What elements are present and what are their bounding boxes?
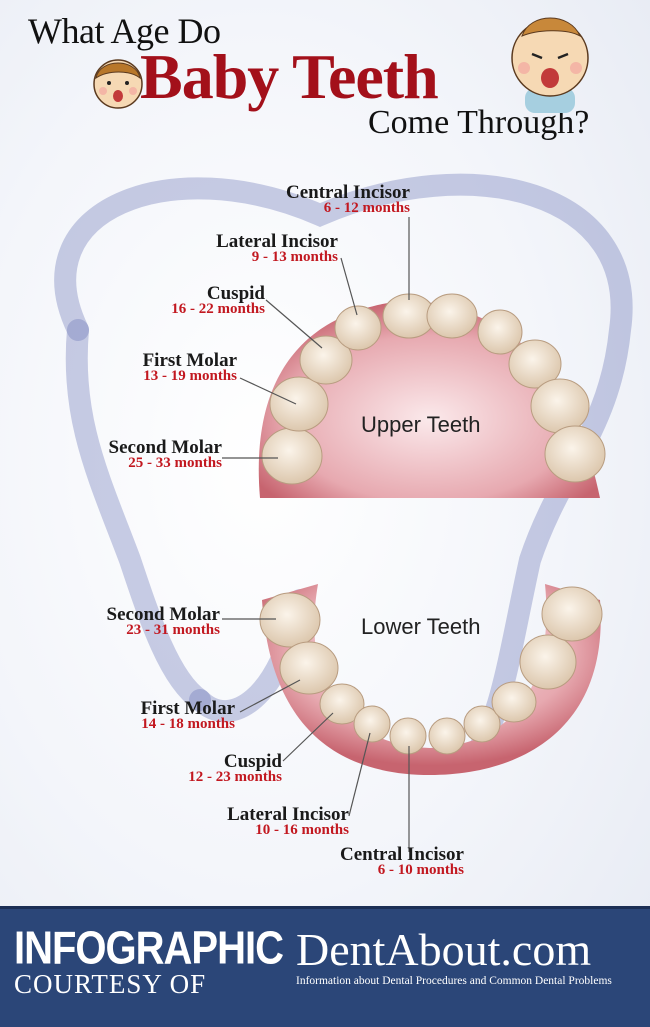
lower-cuspid: Cuspid 12 - 23 months <box>188 751 282 786</box>
tooth-name: Second Molar <box>108 437 222 458</box>
lower-central-incisor: Central Incisor 6 - 10 months <box>340 844 464 879</box>
tooth-name: Central Incisor <box>339 844 464 865</box>
tooth-age: 25 - 33 months <box>128 455 222 471</box>
tooth-name: Cuspid <box>206 283 265 304</box>
upper-cuspid: Cuspid 16 - 22 months <box>171 283 265 318</box>
tooth-name: First Molar <box>140 698 235 719</box>
upper-teeth <box>261 293 606 485</box>
footer-tagline: Information about Dental Procedures and … <box>296 975 612 987</box>
tooth-name: Central Incisor <box>285 182 410 203</box>
upper-first-molar: First Molar 13 - 19 months <box>143 350 237 385</box>
lower-second-molar: Second Molar 23 - 31 months <box>107 604 220 639</box>
upper-teeth-label: Upper Teeth <box>361 412 481 437</box>
footer-brand-link[interactable]: DentAbout.com <box>296 924 592 975</box>
footer-courtesy: COURTESY OF <box>14 969 207 999</box>
tooth-name: First Molar <box>142 350 237 371</box>
tooth-name: Lateral Incisor <box>227 804 349 825</box>
lower-lateral-incisor: Lateral Incisor 10 - 16 months <box>227 804 349 839</box>
tooth-name: Cuspid <box>223 751 282 772</box>
footer-banner: INFOGRAPHIC COURTESY OF DentAbout.com In… <box>0 906 650 1027</box>
baby-face-icon <box>93 59 143 109</box>
upper-central-incisor: Central Incisor 6 - 12 months <box>286 182 410 217</box>
baby-face-icon <box>511 17 589 113</box>
tooth-name: Second Molar <box>106 604 220 625</box>
lower-teeth <box>259 586 603 755</box>
tooth-age: 12 - 23 months <box>188 769 282 785</box>
tooth-age: 13 - 19 months <box>143 368 237 384</box>
upper-lateral-incisor: Lateral Incisor 9 - 13 months <box>216 231 338 266</box>
tooth-age: 6 - 10 months <box>377 862 464 878</box>
lower-gum <box>262 584 601 775</box>
lower-teeth-label: Lower Teeth <box>361 614 481 639</box>
tooth-age: 16 - 22 months <box>171 301 265 317</box>
footer-infographic: INFOGRAPHIC <box>14 923 284 974</box>
tooth-age: 6 - 12 months <box>323 200 410 216</box>
upper-arch-diagram <box>222 217 606 498</box>
tooth-name: Lateral Incisor <box>216 231 338 252</box>
lower-first-molar: First Molar 14 - 18 months <box>141 698 235 733</box>
lower-arch-diagram <box>222 584 603 852</box>
tooth-age: 23 - 31 months <box>126 622 220 638</box>
tooth-age: 14 - 18 months <box>141 716 235 732</box>
tooth-age: 10 - 16 months <box>255 822 349 838</box>
title-line-1: What Age Do <box>28 11 221 51</box>
upper-second-molar: Second Molar 25 - 33 months <box>109 437 222 472</box>
title-line-2: Baby Teeth <box>140 41 439 112</box>
tooth-age: 9 - 13 months <box>251 249 338 265</box>
